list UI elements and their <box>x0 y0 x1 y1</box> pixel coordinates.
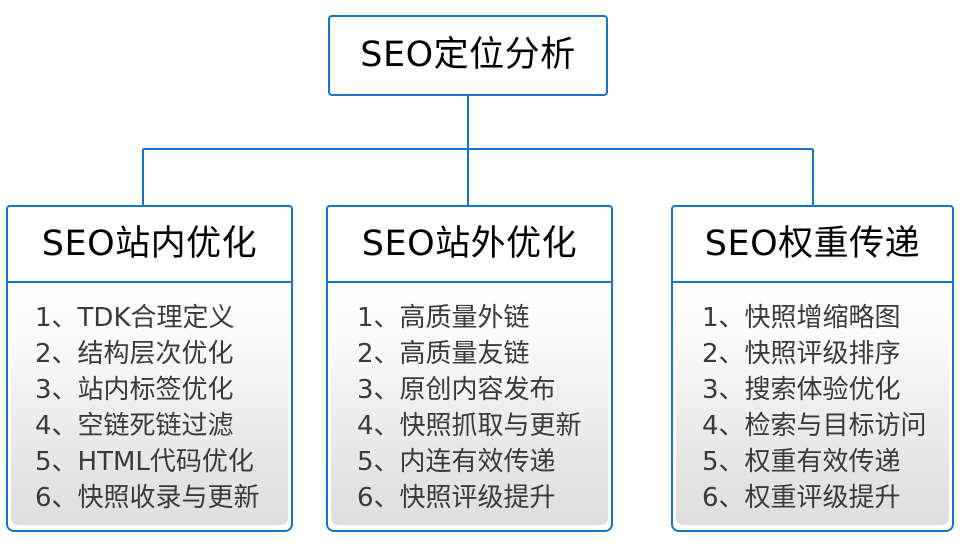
list-item: 3、原创内容发布 <box>357 375 556 405</box>
list-item: 6、快照评级提升 <box>357 483 556 513</box>
branch-node-1[interactable]: SEO站内优化 1、TDK合理定义 2、结构层次优化 3、站内标签优化 4、空链… <box>6 205 293 532</box>
branch-2-header[interactable]: SEO站外优化 <box>326 205 613 283</box>
branch-2-body: 1、高质量外链 2、高质量友链 3、原创内容发布 4、快照抓取与更新 5、内连有… <box>326 283 613 532</box>
list-item: 2、结构层次优化 <box>35 339 234 369</box>
list-item: 2、高质量友链 <box>357 339 530 369</box>
list-item: 1、TDK合理定义 <box>35 303 235 333</box>
root-node-label: SEO定位分析 <box>360 35 576 75</box>
branch-node-2[interactable]: SEO站外优化 1、高质量外链 2、高质量友链 3、原创内容发布 4、快照抓取与… <box>326 205 613 532</box>
list-item: 5、HTML代码优化 <box>35 447 254 477</box>
list-item: 4、检索与目标访问 <box>702 411 927 441</box>
list-item: 4、快照抓取与更新 <box>357 411 582 441</box>
branch-node-3[interactable]: SEO权重传递 1、快照增缩略图 2、快照评级排序 3、搜索体验优化 4、检索与… <box>671 205 954 532</box>
branch-1-header[interactable]: SEO站内优化 <box>6 205 293 283</box>
root-node-seo-positioning-analysis[interactable]: SEO定位分析 <box>328 15 608 96</box>
list-item: 1、快照增缩略图 <box>702 303 901 333</box>
branch-3-body: 1、快照增缩略图 2、快照评级排序 3、搜索体验优化 4、检索与目标访问 5、权… <box>671 283 954 532</box>
list-item: 2、快照评级排序 <box>702 339 901 369</box>
branch-2-list: 1、高质量外链 2、高质量友链 3、原创内容发布 4、快照抓取与更新 5、内连有… <box>331 287 608 525</box>
branch-1-body: 1、TDK合理定义 2、结构层次优化 3、站内标签优化 4、空链死链过滤 5、H… <box>6 283 293 532</box>
branch-2-header-label: SEO站外优化 <box>361 223 578 264</box>
branch-3-header-label: SEO权重传递 <box>704 223 921 264</box>
branch-3-header[interactable]: SEO权重传递 <box>671 205 954 283</box>
list-item: 6、快照收录与更新 <box>35 483 260 513</box>
list-item: 6、权重评级提升 <box>702 483 901 513</box>
branch-3-list: 1、快照增缩略图 2、快照评级排序 3、搜索体验优化 4、检索与目标访问 5、权… <box>676 287 949 525</box>
list-item: 1、高质量外链 <box>357 303 530 333</box>
list-item: 4、空链死链过滤 <box>35 411 234 441</box>
list-item: 3、搜索体验优化 <box>702 375 901 405</box>
list-item: 3、站内标签优化 <box>35 375 234 405</box>
list-item: 5、内连有效传递 <box>357 447 556 477</box>
branch-1-header-label: SEO站内优化 <box>41 223 258 264</box>
branch-1-list: 1、TDK合理定义 2、结构层次优化 3、站内标签优化 4、空链死链过滤 5、H… <box>11 287 288 525</box>
list-item: 5、权重有效传递 <box>702 447 901 477</box>
